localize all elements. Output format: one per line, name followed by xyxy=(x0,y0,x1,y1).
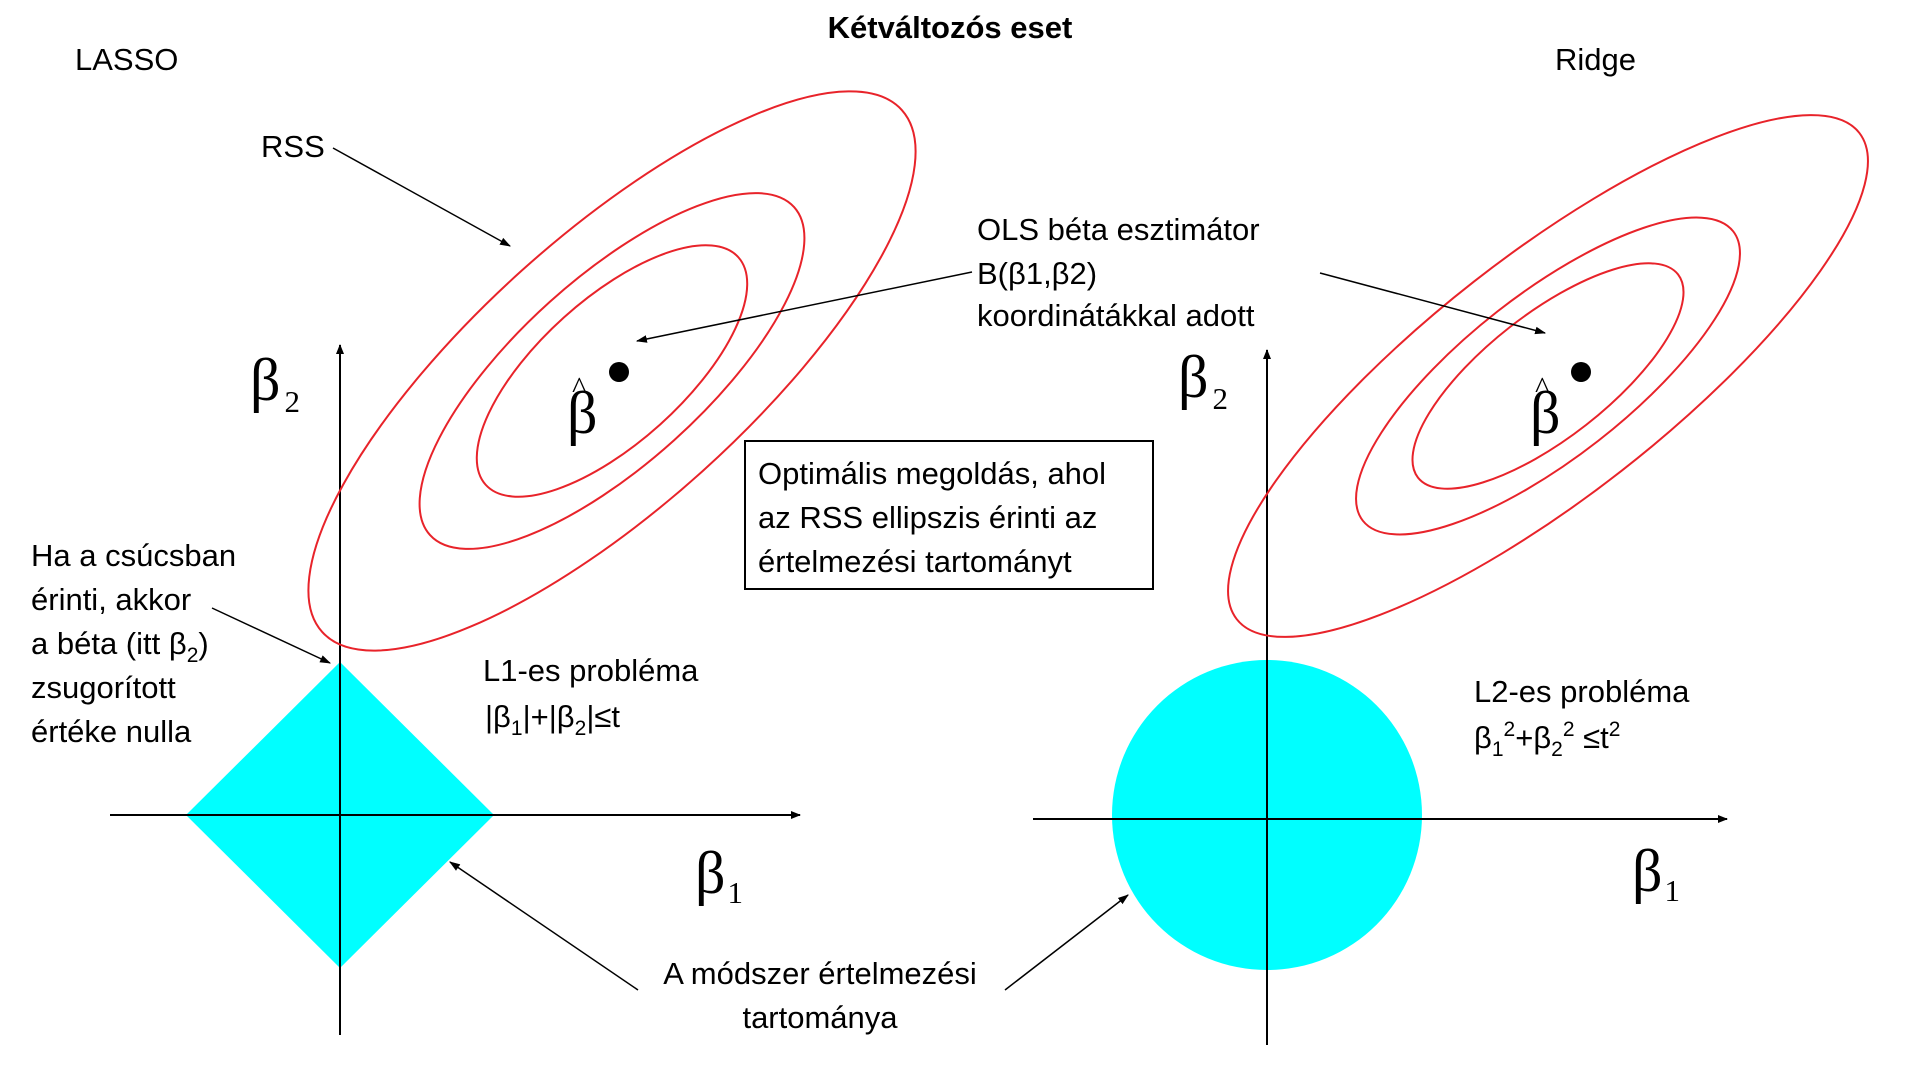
l1-problem-title: L1-es probléma xyxy=(483,653,699,688)
lasso-beta-hat-label: β xyxy=(567,380,598,446)
ols-estimator-label: OLS béta esztimátor B(β1,β2) koordináták… xyxy=(977,212,1260,333)
lasso-ols-estimate-point xyxy=(609,362,629,382)
optimal-solution-box: Optimális megoldás, ahol az RSS ellipszi… xyxy=(744,440,1154,590)
ridge-panel-label: Ridge xyxy=(1555,42,1636,77)
ols-label-line-1: OLS béta esztimátor xyxy=(977,212,1260,247)
domain-label-line-1: A módszer értelmezési xyxy=(663,956,977,991)
optimal-box-line-1: Optimális megoldás, ahol xyxy=(758,456,1106,491)
ridge-beta-hat-label: β xyxy=(1530,380,1561,446)
corner-note-line-4: zsugorított xyxy=(31,670,176,705)
ridge-rss-ellipse-inner xyxy=(1411,262,1685,490)
ridge-hat-mark: ^ xyxy=(1535,370,1550,405)
lasso-hat-mark: ^ xyxy=(572,370,587,405)
rss-pointer-arrow xyxy=(332,147,511,247)
lasso-domain-pointer-arrow xyxy=(449,861,639,991)
optimal-solution-frame xyxy=(744,440,1154,590)
ridge-rss-contours xyxy=(1227,114,1869,638)
rss-label: RSS xyxy=(261,129,325,164)
l2-problem-title: L2-es probléma xyxy=(1474,674,1690,709)
ols-label-line-3: koordinátákkal adott xyxy=(977,298,1255,333)
l1-constraint-formula: |β1|+|β2|≤t xyxy=(485,699,620,740)
ridge-ols-estimate-point xyxy=(1571,362,1591,382)
ols-pointer-arrow-left xyxy=(635,271,973,343)
corner-note-line-1: Ha a csúcsban xyxy=(31,538,236,573)
ridge-rss-ellipse-outer xyxy=(1227,114,1869,638)
lasso-rss-ellipse-inner xyxy=(475,244,749,498)
optimal-box-line-2: az RSS ellipszis érinti az xyxy=(758,500,1097,535)
domain-label-line-2: tartománya xyxy=(742,1000,898,1035)
lasso-rss-contours xyxy=(307,90,917,652)
corner-note-line-5: értéke nulla xyxy=(31,714,192,749)
ols-pointer-arrow-right xyxy=(1319,272,1547,335)
ridge-beta1-axis-label: β1 xyxy=(1632,838,1680,908)
lasso-rss-ellipse-middle xyxy=(418,192,806,550)
ridge-rss-ellipse-middle xyxy=(1355,216,1741,536)
ols-label-line-2: B(β1,β2) xyxy=(977,256,1097,291)
corner-note-pointer-arrow xyxy=(211,607,331,664)
corner-note: Ha a csúcsban érinti, akkor a béta (itt … xyxy=(31,538,236,749)
ridge-domain-pointer-arrow xyxy=(1004,894,1129,991)
domain-label: A módszer értelmezési tartománya xyxy=(663,956,977,1035)
corner-note-line-2: érinti, akkor xyxy=(31,582,191,617)
diagram-title: Kétváltozós eset xyxy=(828,10,1073,45)
optimal-box-line-3: értelmezési tartományt xyxy=(758,544,1072,579)
lasso-panel-label: LASSO xyxy=(75,42,178,77)
lasso-rss-ellipse-outer xyxy=(307,90,917,652)
lasso-beta1-axis-label: β1 xyxy=(695,840,743,910)
l2-constraint-formula: β12+β22 ≤t2 xyxy=(1474,718,1620,761)
corner-note-line-3: a béta (itt β2) xyxy=(31,626,209,667)
